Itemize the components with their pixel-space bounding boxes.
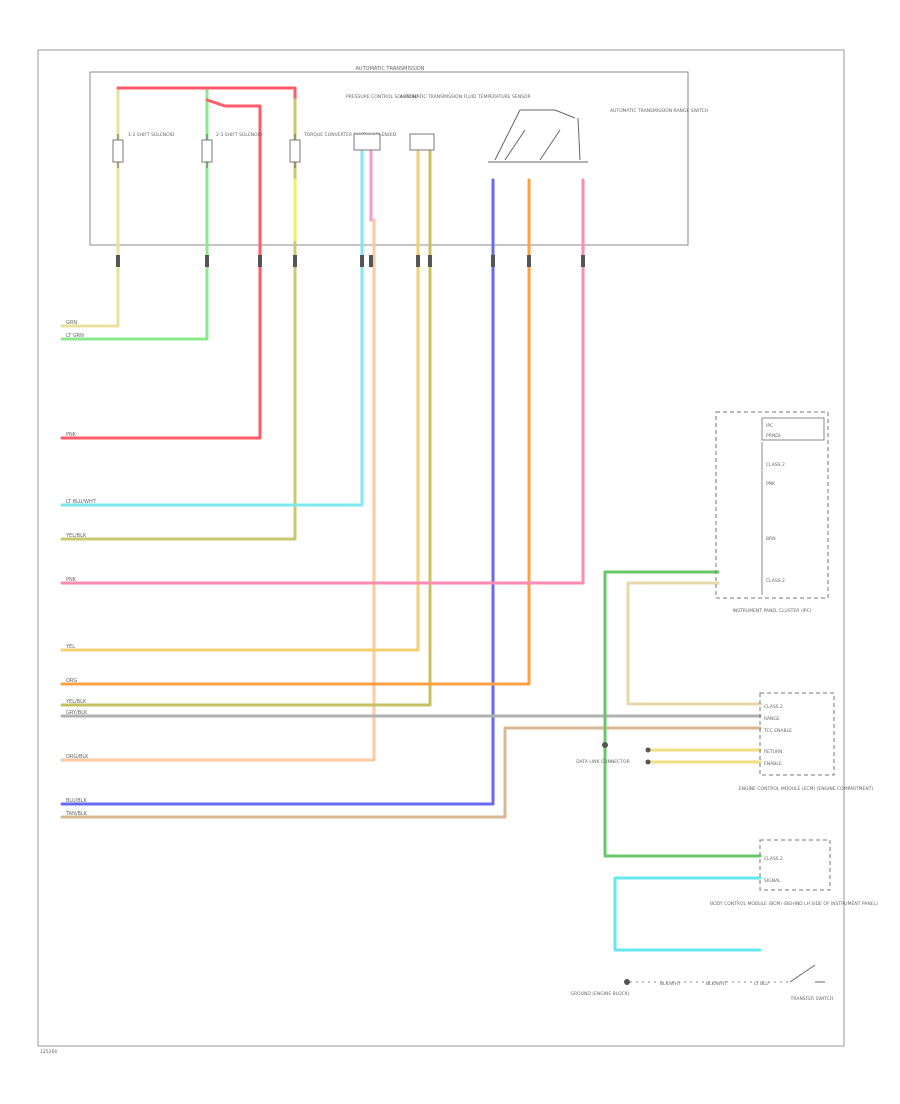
svg-text:CLASS 2: CLASS 2 bbox=[766, 462, 785, 468]
svg-text:LT BLU: LT BLU bbox=[754, 981, 769, 987]
svg-text:1-2 SHIFT SOLENOID: 1-2 SHIFT SOLENOID bbox=[128, 132, 175, 138]
svg-text:TRANSFER SWITCH: TRANSFER SWITCH bbox=[790, 996, 834, 1002]
ecm-module: CLASS 2 RANGE TCC ENABLE RETURN ENABLE E… bbox=[739, 692, 874, 792]
pressure-control-solenoid: PRESSURE CONTROL SOLENOID bbox=[346, 94, 418, 151]
solenoid-2-3-shift: 2-3 SHIFT SOLENOID bbox=[201, 132, 263, 168]
wire-grn-class2 bbox=[603, 570, 762, 858]
wire-label: LT BLU/WHT bbox=[66, 499, 97, 505]
wire-lt-grn bbox=[60, 88, 209, 341]
wire-label: YEL/BLK bbox=[65, 533, 87, 539]
svg-text:BLK/WHT: BLK/WHT bbox=[706, 981, 727, 987]
svg-text:CLASS 2: CLASS 2 bbox=[764, 704, 783, 710]
svg-text:ENGINE CONTROL MODULE (ECM) (E: ENGINE CONTROL MODULE (ECM) (ENGINE COMP… bbox=[739, 786, 874, 792]
svg-text:TCC ENABLE: TCC ENABLE bbox=[763, 728, 792, 734]
wire-yel-blk-1 bbox=[60, 98, 297, 541]
automatic-transmission-box bbox=[89, 71, 689, 246]
svg-text:GROUND (ENGINE BLOCK): GROUND (ENGINE BLOCK) bbox=[571, 991, 630, 997]
solenoid-1-2-shift: 1-2 SHIFT SOLENOID bbox=[112, 132, 175, 168]
wire-org-blk bbox=[60, 218, 376, 762]
bcm-module: CLASS 2 SIGNAL BODY CONTROL MODULE (BCM)… bbox=[710, 839, 878, 907]
wire-tan-blk bbox=[60, 726, 762, 819]
svg-text:BRN: BRN bbox=[766, 536, 776, 542]
transmission-range-switch: AUTOMATIC TRANSMISSION RANGE SWITCH bbox=[488, 108, 708, 163]
wire-tan-ipc bbox=[626, 581, 762, 706]
svg-text:ENABLE: ENABLE bbox=[764, 761, 782, 767]
svg-text:CLASS 2: CLASS 2 bbox=[764, 856, 783, 862]
wire-blu-blk bbox=[60, 178, 495, 806]
wire-pnk-2 bbox=[60, 178, 585, 585]
connector-pins bbox=[116, 255, 585, 267]
wire-yel bbox=[60, 148, 420, 652]
wire-label: PNK bbox=[66, 577, 77, 583]
wire-lt-blu-wht bbox=[60, 148, 364, 507]
wire-label: TAN/BLK bbox=[65, 811, 88, 817]
wire-label: BLU/BLK bbox=[66, 798, 88, 804]
svg-text:CLASS 2: CLASS 2 bbox=[766, 578, 785, 584]
wire-label: ORG/BLK bbox=[66, 754, 89, 760]
svg-text:SIGNAL: SIGNAL bbox=[764, 878, 781, 884]
wire-label: ORG bbox=[66, 678, 77, 684]
data-link-splice: DATA LINK CONNECTOR bbox=[576, 742, 651, 765]
svg-text:BLK/WHT: BLK/WHT bbox=[660, 981, 681, 987]
svg-text:2-3 SHIFT SOLENOID: 2-3 SHIFT SOLENOID bbox=[216, 132, 263, 138]
wire-label: PNK bbox=[66, 432, 77, 438]
wire-red-bus bbox=[116, 86, 297, 102]
left-wire-labels: GRN LT GRN PNK LT BLU/WHT YEL/BLK PNK YE… bbox=[65, 320, 97, 817]
page-frame bbox=[37, 49, 845, 1047]
wire-label: GRY/BLK bbox=[66, 710, 88, 716]
svg-text:PRESSURE CONTROL SOLENOID: PRESSURE CONTROL SOLENOID bbox=[346, 94, 418, 100]
svg-text:INSTRUMENT PANEL CLUSTER (IPC): INSTRUMENT PANEL CLUSTER (IPC) bbox=[732, 608, 811, 614]
ipc-module: IPC PRNDL CLASS 2 PNK BRN CLASS 2 INSTRU… bbox=[715, 411, 829, 614]
svg-text:AUTOMATIC TRANSMISSION RANGE S: AUTOMATIC TRANSMISSION RANGE SWITCH bbox=[610, 108, 708, 114]
page-code: 125266 bbox=[40, 1049, 57, 1055]
wire-pnk-1 bbox=[60, 98, 262, 440]
wire-org bbox=[60, 178, 531, 686]
wire-label: YEL/BLK bbox=[65, 699, 87, 705]
svg-text:PRNDL: PRNDL bbox=[766, 433, 782, 439]
wire-label: LT GRN bbox=[66, 333, 84, 339]
svg-text:DATA LINK CONNECTOR: DATA LINK CONNECTOR bbox=[576, 759, 629, 765]
wire-yel-blk-2 bbox=[60, 148, 432, 707]
atf-temp-sensor: AUTOMATIC TRANSMISSION FLUID TEMPERATURE… bbox=[400, 94, 531, 151]
svg-text:TORQUE CONVERTER CLUTCH SOLENO: TORQUE CONVERTER CLUTCH SOLENOID bbox=[303, 132, 397, 138]
wire-lt-blu-bcm bbox=[613, 876, 762, 952]
tcc-solenoid: TORQUE CONVERTER CLUTCH SOLENOID bbox=[289, 132, 397, 168]
svg-text:RETURN: RETURN bbox=[764, 749, 783, 755]
svg-text:PNK: PNK bbox=[766, 481, 776, 487]
svg-text:AUTOMATIC TRANSMISSION FLUID T: AUTOMATIC TRANSMISSION FLUID TEMPERATURE… bbox=[400, 94, 531, 100]
svg-text:IPC: IPC bbox=[766, 423, 773, 429]
svg-text:RANGE: RANGE bbox=[764, 716, 780, 722]
bottom-circuit: BLK/WHT BLK/WHT LT BLU GROUND (ENGINE BL… bbox=[571, 964, 834, 1002]
wire-label: GRN bbox=[66, 320, 77, 326]
wire-label: YEL bbox=[65, 644, 75, 650]
svg-text:BODY CONTROL MODULE (BCM) (BEH: BODY CONTROL MODULE (BCM) (BEHIND LH SID… bbox=[710, 901, 878, 907]
main-box-title: AUTOMATIC TRANSMISSION bbox=[356, 66, 425, 72]
